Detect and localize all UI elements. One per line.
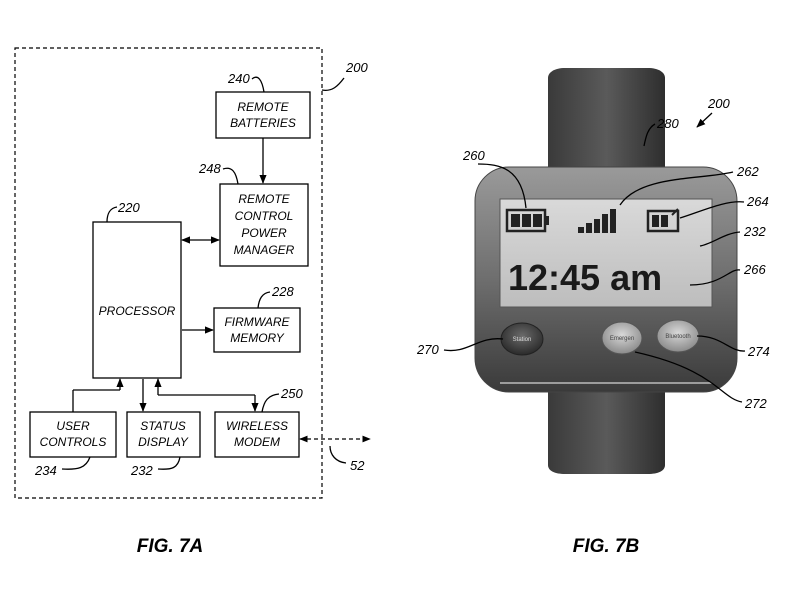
left-button-label: Station — [513, 337, 532, 343]
time-display: 12:45 am — [508, 257, 662, 298]
caption-fig-7a: FIG. 7A — [137, 536, 204, 557]
fig-7b-watch: 12:45 am Station Emergen Bluetooth 200 2… — [416, 68, 770, 557]
leader-240 — [251, 76, 265, 93]
firmware-memory-label-1: FIRMWARE — [224, 315, 290, 329]
power-manager-label-3: POWER — [241, 226, 287, 240]
user-controls-label-2: CONTROLS — [40, 435, 107, 449]
remote-battery-icon — [646, 208, 680, 233]
ref-260: 260 — [462, 148, 485, 163]
leader-272 — [634, 351, 743, 403]
status-display-label-2: DISPLAY — [138, 435, 189, 449]
ref-220: 220 — [117, 200, 140, 215]
ref-228: 228 — [271, 284, 294, 299]
ref-248: 248 — [198, 161, 221, 176]
wireless-modem-label-2: MODEM — [234, 435, 280, 449]
signal-strength-icon — [578, 209, 616, 233]
ref-250: 250 — [280, 386, 303, 401]
watch-strap-bottom — [548, 388, 665, 474]
ref-264: 264 — [746, 194, 769, 209]
leader-device-200 — [696, 112, 713, 128]
center-button[interactable]: Emergen — [601, 321, 643, 355]
leader-234 — [61, 456, 91, 470]
leader-220 — [106, 206, 118, 223]
status-display-label-1: STATUS — [140, 419, 186, 433]
right-button-label: Bluetooth — [665, 334, 690, 340]
leader-260 — [477, 163, 527, 209]
right-button[interactable]: Bluetooth — [656, 319, 700, 353]
wireless-modem-block — [214, 411, 300, 458]
wireless-modem-label-1: WIRELESS — [226, 419, 288, 433]
power-manager-block — [219, 183, 309, 267]
firmware-memory-block — [213, 307, 301, 353]
leader-274 — [696, 335, 746, 352]
leader-270 — [443, 338, 504, 352]
leader-280 — [643, 123, 656, 147]
ref-280: 280 — [656, 116, 679, 131]
battery-icon — [505, 208, 549, 233]
ref-232-b: 232 — [743, 224, 766, 239]
center-button-label: Emergen — [610, 336, 634, 342]
leader-262 — [619, 171, 734, 206]
ref-232-a: 232 — [130, 463, 153, 478]
ref-52: 52 — [350, 458, 365, 473]
ref-234: 234 — [34, 463, 57, 478]
remote-batteries-label-2: BATTERIES — [230, 116, 296, 130]
ref-262: 262 — [736, 164, 759, 179]
firmware-memory-label-2: MEMORY — [230, 331, 285, 345]
processor-label: PROCESSOR — [99, 304, 176, 318]
leader-232-a — [157, 456, 181, 470]
power-manager-label-4: MANAGER — [234, 243, 295, 257]
ref-274: 274 — [747, 344, 770, 359]
ref-240: 240 — [227, 71, 250, 86]
ref-system-200: 200 — [345, 60, 368, 75]
system-boundary-dashed — [14, 47, 323, 499]
leader-266 — [689, 269, 741, 286]
processor-block — [92, 221, 182, 379]
ref-270: 270 — [416, 342, 439, 357]
leader-228 — [257, 291, 271, 309]
leader-264 — [679, 201, 745, 219]
status-display-block — [126, 411, 201, 458]
power-manager-label-1: REMOTE — [238, 192, 290, 206]
leader-250 — [261, 393, 280, 413]
remote-batteries-label-1: REMOTE — [237, 100, 289, 114]
caption-fig-7b: FIG. 7B — [573, 536, 640, 557]
ref-272: 272 — [744, 396, 767, 411]
leader-248 — [222, 167, 239, 185]
leader-52 — [329, 445, 347, 464]
user-controls-label-1: USER — [56, 419, 90, 433]
left-button[interactable]: Station — [500, 322, 544, 356]
leader-232-b — [699, 231, 741, 247]
ref-266: 266 — [743, 262, 766, 277]
remote-batteries-block — [215, 91, 311, 139]
fig-7a-block-diagram: 200 REMOTE BATTERIES 240 REMOTE CONTROL … — [14, 47, 371, 557]
ref-device-200: 200 — [707, 96, 730, 111]
watch-strap-top — [548, 68, 665, 168]
leader-200 — [321, 77, 345, 92]
power-manager-label-2: CONTROL — [235, 209, 294, 223]
